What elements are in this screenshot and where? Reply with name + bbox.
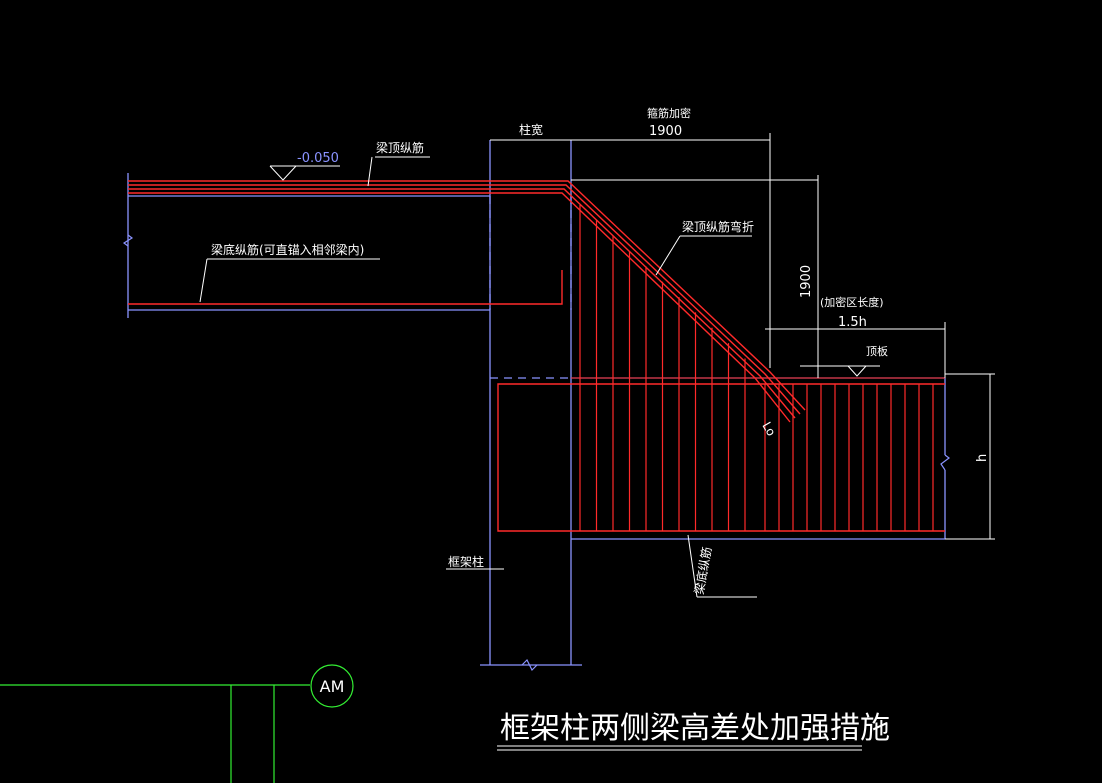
grid-axis-label: AM (320, 677, 345, 696)
text-labels: -0.050 梁顶纵筋 梁底纵筋(可直锚入相邻梁内) 柱宽 箍筋加密 1900 … (211, 106, 990, 746)
break-symbol-right (940, 454, 950, 471)
beam-bottom-rebar-label: 梁底纵筋(可直锚入相邻梁内) (211, 242, 364, 257)
beam-top-rebar-label: 梁顶纵筋 (376, 140, 424, 155)
column-width-label: 柱宽 (519, 122, 543, 137)
densify-value: 1.5h (838, 315, 867, 330)
frame-column-label: 框架柱 (448, 554, 484, 569)
elevation-label: -0.050 (297, 151, 339, 166)
leader-lines (199, 156, 880, 598)
drawing-title: 框架柱两侧梁高差处加强措施 (500, 711, 890, 746)
lo-label: Lo (759, 420, 778, 439)
grid-lines (0, 664, 354, 783)
dim-top-value: 1900 (649, 124, 682, 139)
dim-vertical-value: 1900 (799, 265, 814, 298)
elevation-marker (269, 165, 340, 181)
column-outline (480, 140, 582, 666)
break-symbol-column (521, 658, 538, 672)
h-label: h (975, 454, 990, 462)
title-underline (497, 745, 862, 751)
slab-top-marker (847, 365, 867, 377)
upper-bottom-rebar (128, 270, 563, 305)
break-symbol-left (122, 234, 134, 247)
top-rebar-bend-label: 梁顶纵筋弯折 (682, 219, 754, 234)
dimension-lines (490, 133, 995, 540)
densify-length-label: (加密区长度) (820, 295, 884, 309)
lower-beam-rebars (497, 377, 945, 532)
lower-beam-stirrups (764, 384, 934, 531)
slab-top-label: 顶板 (866, 344, 888, 358)
sloped-zone-stirrups (579, 205, 746, 531)
upper-top-rebars (128, 180, 806, 423)
beam-bottom-rebar-2-label: 梁底纵筋 (691, 546, 714, 596)
stirrup-densify-label: 箍筋加密 (647, 106, 691, 120)
